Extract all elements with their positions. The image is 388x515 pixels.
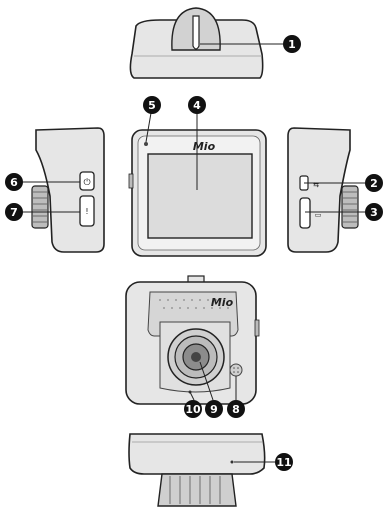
svg-text:6: 6 [10,176,18,189]
rear-view: Mio [125,275,260,405]
left-side-view: ⏻ ! [22,127,105,253]
front-brand-logo: Mio [193,140,216,153]
front-view: Mio [128,112,267,257]
right-side-body [287,127,351,253]
power-icon: ⏻ [83,177,90,188]
svg-text:11: 11 [276,456,291,469]
bottom-mount-stem [157,473,237,507]
mount-slot [192,15,200,50]
callout-8: 8 [227,400,245,418]
callout-9: 9 [205,400,223,418]
callout-3: 3 [365,203,383,221]
power-button [79,171,95,191]
svg-text:7: 7 [10,206,18,219]
callout-4: 4 [188,96,206,114]
right-side-view: ⇆ ▭ [287,127,366,253]
bottom-view [128,433,276,507]
lcd-screen [147,153,253,239]
callout-7: 7 [5,203,23,221]
sd-card-icon: ▭ [315,211,322,219]
svg-text:10: 10 [185,403,201,416]
callout-2: 2 [365,174,383,192]
front-side-tab [128,173,134,189]
event-icon: ! [85,207,88,216]
callout-6: 6 [5,173,23,191]
event-button [79,195,95,227]
svg-text:1: 1 [288,38,296,51]
memory-card-slot [299,197,311,229]
callout-1: 1 [283,35,301,53]
svg-text:8: 8 [232,403,240,416]
svg-text:4: 4 [193,99,201,112]
callout-5: 5 [143,96,161,114]
rear-brand-logo: Mio [211,296,234,309]
svg-text:5: 5 [148,99,156,112]
right-lens-ring [341,185,359,229]
callout-10: 10 [184,400,202,418]
callout-11: 11 [275,453,293,471]
speaker [229,363,243,377]
left-lens-ring [31,185,49,229]
top-view [129,7,284,79]
led-indicator [144,142,148,146]
rear-side-tab [254,319,260,337]
bottom-base [128,433,266,475]
svg-text:2: 2 [370,177,378,190]
svg-text:9: 9 [210,403,218,416]
callouts: 1 2 3 4 5 6 7 8 9 10 11 [5,35,383,471]
svg-text:3: 3 [370,206,378,219]
usb-icon: ⇆ [313,181,319,189]
